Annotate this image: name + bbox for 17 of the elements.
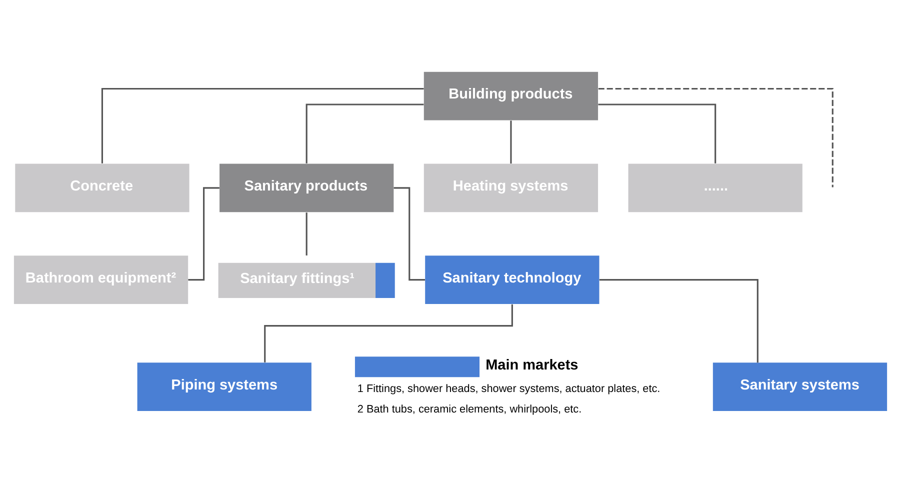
connector: [510, 120, 512, 164]
node-box: Sanitary technology: [424, 256, 599, 304]
connector: [598, 104, 716, 164]
connector: [264, 304, 512, 362]
label: 1 Fittings, shower heads, shower systems, actuator plates, etc.: [356, 382, 660, 395]
connector: [598, 88, 833, 188]
node-box: Building products: [423, 72, 598, 120]
label: 2 Bath tubs, ceramic elements, whirlpools, etc.: [356, 404, 582, 416]
node-box: Piping systems: [136, 362, 311, 412]
node-box: Sanitary products: [219, 164, 394, 212]
connector: [100, 88, 424, 164]
connector: [305, 212, 307, 256]
node-box: ......: [628, 164, 802, 212]
connector: [598, 279, 758, 363]
node-box: Sanitary systems: [712, 362, 887, 412]
connector: [305, 104, 424, 164]
legend-label: Main markets: [485, 357, 578, 374]
